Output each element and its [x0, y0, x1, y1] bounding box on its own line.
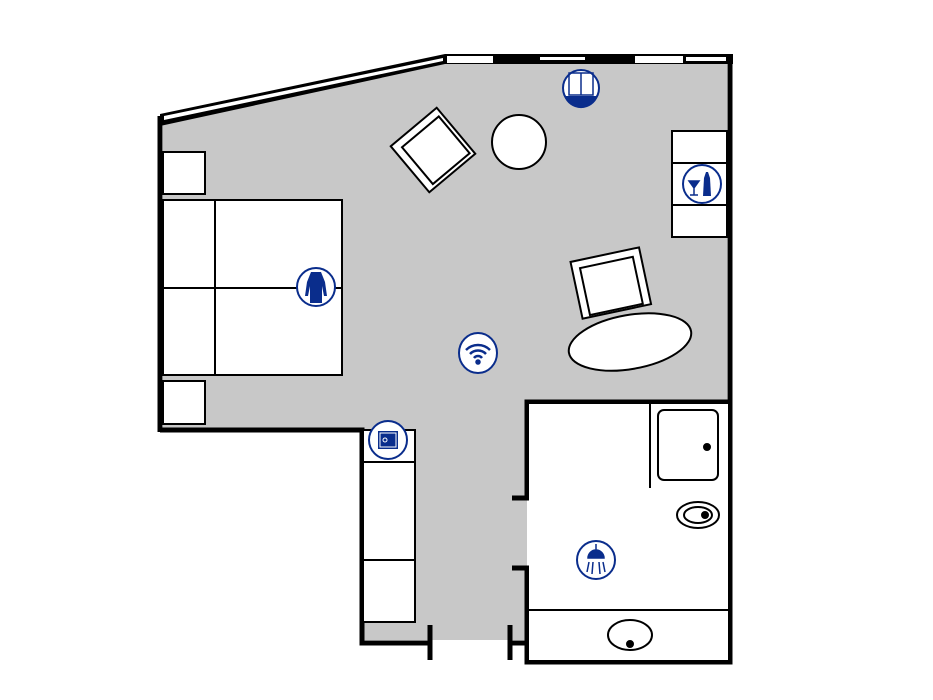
shower-icon	[576, 540, 616, 580]
top-wall-windows	[160, 54, 733, 126]
safe-icon	[368, 420, 408, 460]
nightstand-bottom	[162, 380, 206, 425]
armchair	[389, 106, 477, 194]
nightstand-top	[162, 151, 206, 195]
wardrobe	[362, 429, 416, 623]
round-table	[491, 114, 547, 170]
window-icon	[562, 69, 600, 109]
desk-chair	[569, 246, 653, 320]
wifi-icon	[458, 332, 498, 374]
shower	[649, 404, 719, 488]
desk	[567, 312, 693, 372]
vanity	[527, 609, 730, 651]
bathrobe-icon	[296, 267, 336, 307]
minibar-icon	[682, 164, 722, 204]
toilet	[676, 501, 720, 529]
